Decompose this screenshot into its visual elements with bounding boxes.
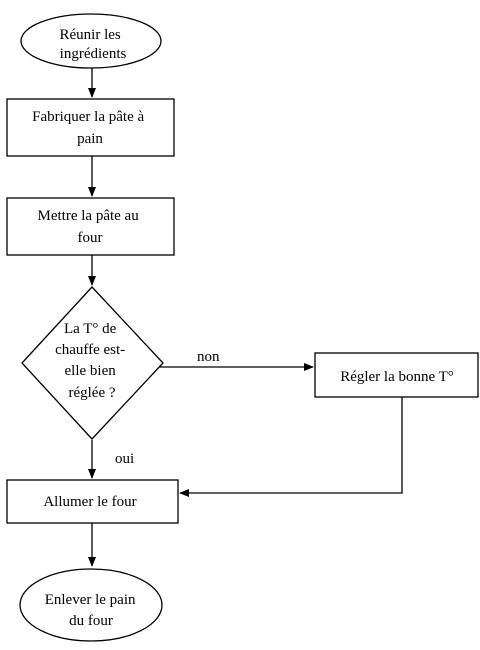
adjust-temp-label: Régler la bonne T° (340, 369, 454, 385)
decision-diamond (21, 286, 164, 440)
decision-label: La T° de chauffe est- elle bien réglée ? (55, 321, 129, 401)
start-label-line: ingrédients (60, 46, 127, 62)
decision-label-line: réglée ? (68, 385, 115, 401)
decision-label-line: La T° de (64, 321, 117, 337)
end-label: Enlever le pain du four (45, 592, 140, 629)
end-label-line: Enlever le pain (45, 592, 136, 608)
start-label-line: Réunir les (60, 27, 121, 43)
make-dough-label-line: Fabriquer la pâte à (32, 109, 144, 125)
node-shapes (6, 13, 479, 642)
start-terminal-ellipse (20, 13, 162, 69)
make-dough-label-line: pain (77, 131, 103, 147)
adjust-temp-label-line: Régler la bonne T° (340, 369, 454, 385)
decision-label-line: elle bien (65, 363, 117, 379)
make-dough-label: Fabriquer la pâte à pain (32, 109, 148, 147)
put-in-oven-label-line: Mettre la pâte au (38, 208, 140, 224)
connectors (88, 68, 403, 567)
turn-on-oven-label-line: Allumer le four (43, 494, 136, 510)
put-in-oven-process-box (6, 197, 175, 256)
edge-label-yes: oui (115, 451, 134, 467)
start-label: Réunir les ingrédients (60, 27, 127, 62)
turn-on-oven-label: Allumer le four (43, 494, 136, 510)
turn-on-oven-process-box (6, 479, 179, 524)
edge-label-no: non (197, 349, 220, 365)
make-dough-process-box (6, 98, 175, 157)
end-label-line: du four (69, 613, 113, 629)
arrow-adjust-temp-to-turn-on-oven (179, 397, 403, 497)
end-terminal-ellipse (19, 568, 163, 642)
put-in-oven-label: Mettre la pâte au four (38, 208, 143, 246)
decision-label-line: chauffe est- (55, 342, 125, 358)
adjust-temp-process-box (314, 352, 479, 398)
put-in-oven-label-line: four (78, 230, 103, 246)
